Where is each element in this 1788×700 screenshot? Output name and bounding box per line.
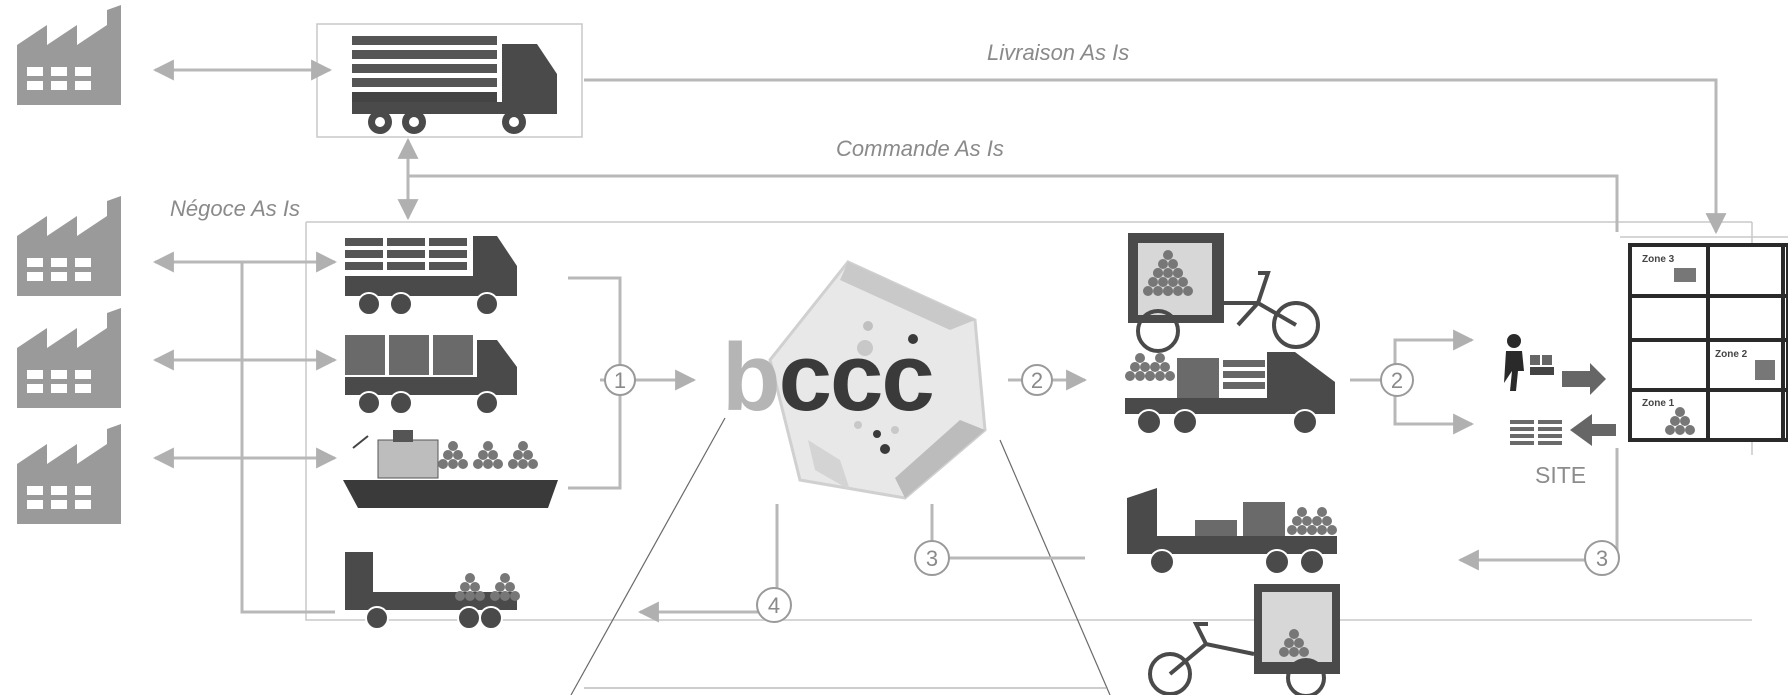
zone-label: Zone 3 [1642,254,1675,265]
livraison-arrow [584,78,1727,235]
site-label: SITE [1535,462,1587,488]
logo-ccc: ccc [778,324,935,431]
zone-label: Zone 1 [1642,398,1675,409]
truck-icon [1127,488,1337,575]
zone-label: Zone 2 [1715,349,1748,360]
factory-icon [17,424,121,524]
bccc-hexagon [768,260,987,500]
truck-icon [345,335,517,415]
stock-icon [1510,414,1616,446]
step-number: 4 [768,593,780,618]
negoce-bracket [240,262,335,614]
step-number: 2 [1391,368,1403,393]
step-badge [604,364,636,396]
truck-icon [352,36,557,134]
truck-icon [345,552,520,630]
truck-icon [1125,352,1335,435]
truck-icon [345,236,517,316]
step-number: 2 [1031,368,1043,393]
step-number: 1 [614,368,626,393]
negoce-label: Négoce As Is [170,196,301,221]
bccc-logo: bccc [722,330,935,426]
worker-pallet-icon [1504,334,1606,395]
commande-line [408,174,1619,232]
factory-icon [17,308,121,408]
cargo-bike-icon [1128,233,1320,353]
livraison-label: Livraison As Is [987,40,1130,65]
step-number: 3 [1596,546,1608,571]
factory-icon [17,5,121,105]
cargo-bike-icon [1148,584,1340,698]
warehouse-icon: Zone 3 Zone 2 Zone 1 [1628,243,1788,442]
supplier-truck-frame [316,23,583,138]
step-number: 3 [926,546,938,571]
factory-icon [17,196,121,296]
logo-b: b [722,324,781,431]
commande-label: Commande As Is [836,136,1004,161]
ship-icon [343,430,558,508]
